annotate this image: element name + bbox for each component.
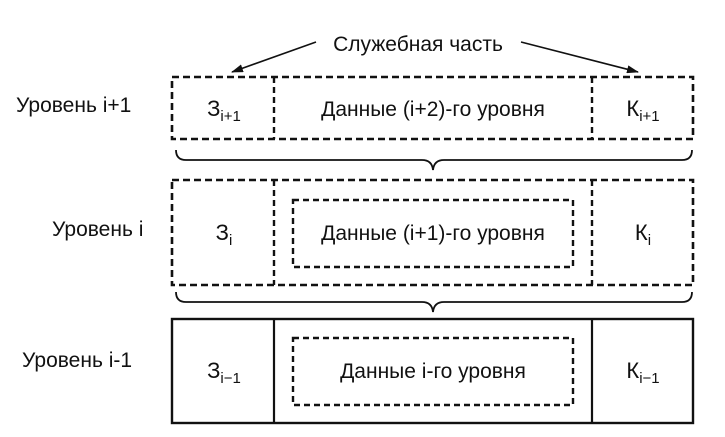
trailer-field: Кi+1 <box>626 96 659 125</box>
data-field: Данные (i+2)-го уровня <box>321 98 545 121</box>
inner-data-frame <box>291 336 575 407</box>
level-label: Уровень i <box>52 218 143 241</box>
data-field: Данные i-го уровня <box>340 360 526 383</box>
level-row-top: Уровень i+1 Зi+1 Данные (i+2)-го уровня … <box>16 75 695 141</box>
level-row-middle: Уровень i Зi Данные (i+1)-го уровня Кi <box>52 178 695 287</box>
packet-frame <box>170 178 695 287</box>
trailer-field: Кi−1 <box>626 358 659 387</box>
header-field: Зi <box>216 220 233 249</box>
curly-brace-lower <box>175 291 693 313</box>
level-row-bottom: Уровень i-1 Зi−1 Данные i-го уровня Кi−1 <box>22 317 695 425</box>
service-part-arrow-right <box>520 41 639 74</box>
level-label: Уровень i+1 <box>16 94 131 117</box>
packet-frame <box>170 317 695 425</box>
curly-brace-upper <box>175 149 693 171</box>
packet-frame <box>170 75 695 141</box>
inner-data-frame <box>291 198 575 269</box>
level-label: Уровень i-1 <box>22 349 132 372</box>
header-field: Зi+1 <box>207 96 241 125</box>
trailer-field: Кi <box>635 220 651 249</box>
data-field: Данные (i+1)-го уровня <box>321 222 545 245</box>
service-part-label: Служебная часть <box>333 33 503 56</box>
service-part-arrow-left <box>231 41 317 73</box>
header-field: Зi−1 <box>207 358 241 387</box>
